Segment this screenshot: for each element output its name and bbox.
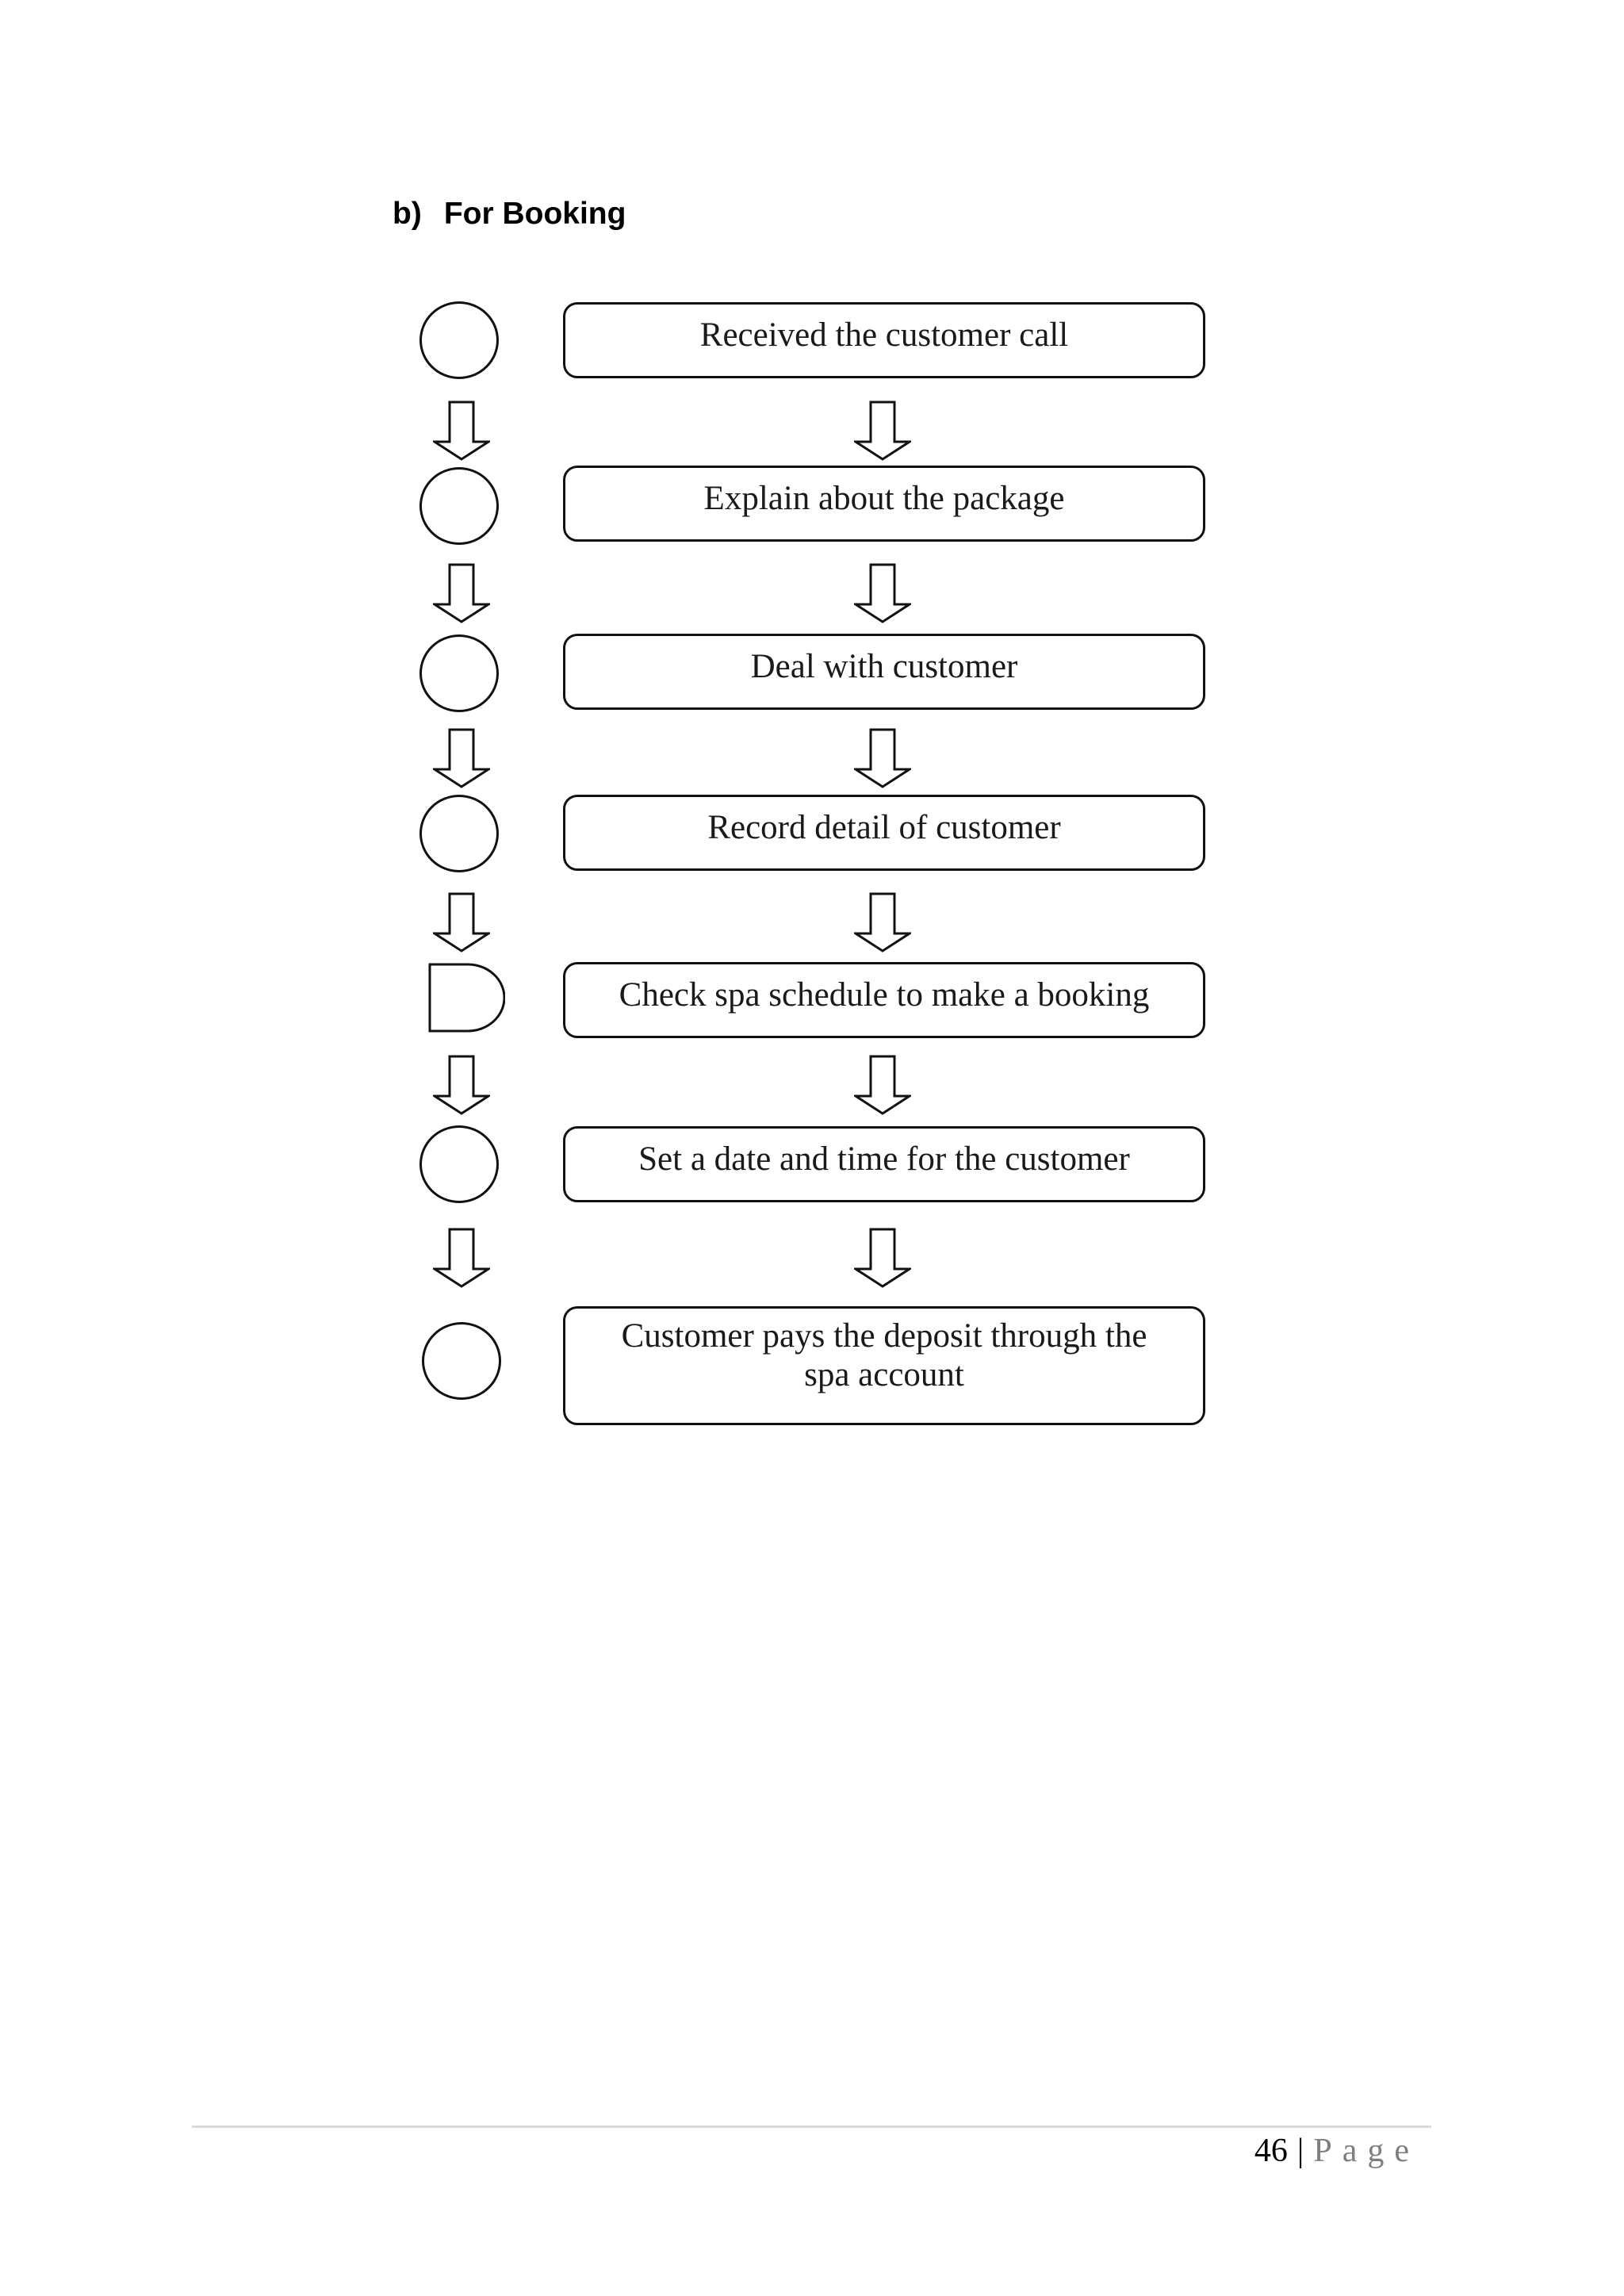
down-arrow-icon (854, 1228, 911, 1288)
process-box: Deal with customer (563, 634, 1205, 710)
footer-label: Page (1313, 2133, 1419, 2169)
page-footer: 46|Page (1254, 2132, 1419, 2170)
process-label: Deal with customer (750, 648, 1018, 686)
process-box: Explain about the package (563, 466, 1205, 542)
process-box: Received the customer call (563, 302, 1205, 378)
process-box: Check spa schedule to make a booking (563, 962, 1205, 1038)
process-label: Check spa schedule to make a booking (619, 976, 1150, 1014)
down-arrow-icon (854, 892, 911, 953)
process-label: Customer pays the deposit through the sp… (621, 1317, 1147, 1393)
down-arrow-icon (854, 1055, 911, 1115)
process-label: Set a date and time for the customer (638, 1140, 1130, 1179)
down-arrow-icon (854, 563, 911, 623)
down-arrow-icon (433, 728, 490, 788)
process-label: Record detail of customer (707, 809, 1061, 847)
delay-symbol (428, 963, 505, 1033)
down-arrow-icon (433, 1055, 490, 1115)
down-arrow-icon (433, 892, 490, 953)
process-box: Record detail of customer (563, 795, 1205, 871)
footer-separator: | (1297, 2133, 1304, 2169)
circle-symbol (422, 1322, 501, 1400)
circle-symbol (419, 301, 499, 379)
process-label: Explain about the package (703, 480, 1065, 518)
footer-divider (192, 2125, 1431, 2128)
heading-title: For Booking (443, 197, 626, 231)
circle-symbol (419, 1125, 499, 1203)
down-arrow-icon (433, 1228, 490, 1288)
circle-symbol (419, 467, 499, 545)
process-box: Customer pays the deposit through the sp… (563, 1306, 1205, 1425)
process-box: Set a date and time for the customer (563, 1126, 1205, 1202)
footer-page-number: 46 (1254, 2133, 1288, 2169)
down-arrow-icon (433, 563, 490, 623)
down-arrow-icon (854, 401, 911, 461)
heading-marker: b) (393, 197, 422, 231)
down-arrow-icon (433, 401, 490, 461)
down-arrow-icon (854, 728, 911, 788)
circle-symbol (419, 634, 499, 712)
circle-symbol (419, 795, 499, 872)
process-label: Received the customer call (699, 316, 1069, 355)
section-heading: b) For Booking (393, 197, 626, 232)
